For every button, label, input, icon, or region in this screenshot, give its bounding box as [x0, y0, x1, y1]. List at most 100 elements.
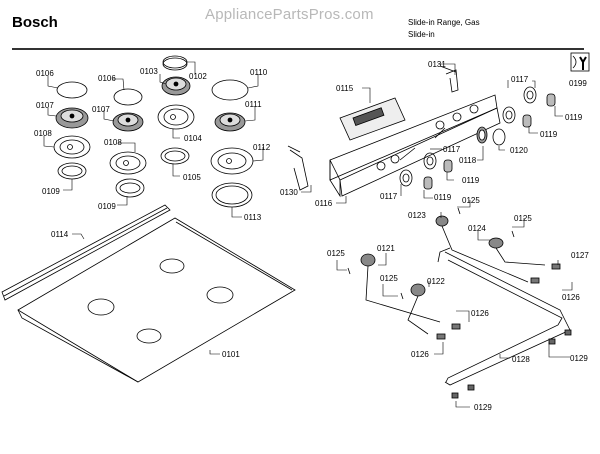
- bezel-0117c[interactable]: [399, 169, 413, 187]
- part-label-0104[interactable]: 0104: [184, 134, 202, 143]
- bracket-0131[interactable]: [439, 65, 459, 93]
- part-label-0199[interactable]: 0199: [569, 79, 587, 88]
- model-subtype: Slide-in: [408, 30, 435, 39]
- site-watermark: AppliancePartsPros.com: [205, 6, 374, 23]
- burner-base-0108a[interactable]: [53, 135, 91, 159]
- burner-head-0107b[interactable]: [112, 112, 144, 132]
- valve-0123[interactable]: [435, 215, 449, 227]
- part-label-0119b[interactable]: 0119: [540, 130, 558, 139]
- orifice-0127[interactable]: [551, 263, 561, 270]
- part-label-0114[interactable]: 0114: [51, 230, 69, 239]
- screw-0125a[interactable]: [457, 207, 461, 215]
- knob-0120[interactable]: [492, 128, 506, 146]
- burner-head-0103[interactable]: [161, 76, 191, 96]
- valve-0121[interactable]: [360, 253, 376, 267]
- burner-cap-0102[interactable]: [162, 55, 188, 71]
- part-label-0123[interactable]: 0123: [408, 211, 426, 220]
- burner-cap-0106a[interactable]: [56, 81, 88, 99]
- part-label-0113[interactable]: 0113: [244, 213, 262, 222]
- clip-0129a[interactable]: [548, 329, 572, 345]
- bracket-0130[interactable]: [287, 145, 309, 191]
- part-label-0109a[interactable]: 0109: [42, 187, 60, 196]
- ring-0113[interactable]: [211, 182, 253, 208]
- part-label-0120[interactable]: 0120: [510, 146, 528, 155]
- bezel-0117a[interactable]: [502, 106, 516, 124]
- part-label-0122[interactable]: 0122: [427, 277, 445, 286]
- part-label-0105[interactable]: 0105: [183, 173, 201, 182]
- part-label-0126b[interactable]: 0126: [471, 309, 489, 318]
- burner-cap-0110[interactable]: [211, 79, 249, 101]
- part-label-0119c[interactable]: 0119: [462, 176, 480, 185]
- burner-base-0112[interactable]: [210, 147, 254, 175]
- part-label-0107a[interactable]: 0107: [36, 101, 54, 110]
- service-manual-wrench-icon[interactable]: [570, 52, 590, 72]
- ring-0109a[interactable]: [57, 162, 87, 180]
- trim-strip-0114[interactable]: [1, 204, 171, 301]
- part-label-0112[interactable]: 0112: [253, 143, 271, 152]
- clip-0129b[interactable]: [451, 384, 475, 399]
- orifice-0126b[interactable]: [451, 323, 461, 330]
- bezel-0117d[interactable]: [523, 86, 537, 104]
- part-label-0126a[interactable]: 0126: [562, 293, 580, 302]
- part-label-0102[interactable]: 0102: [189, 72, 207, 81]
- burner-base-0108b[interactable]: [109, 151, 147, 175]
- part-label-0127[interactable]: 0127: [571, 251, 589, 260]
- part-label-0125a[interactable]: 0125: [462, 196, 480, 205]
- part-label-0119a[interactable]: 0119: [565, 113, 583, 122]
- part-label-0106a[interactable]: 0106: [36, 69, 54, 78]
- burner-base-0104[interactable]: [157, 104, 195, 130]
- valve-0122[interactable]: [410, 283, 426, 297]
- part-label-0125d[interactable]: 0125: [380, 274, 398, 283]
- part-label-0119d[interactable]: 0119: [434, 193, 452, 202]
- part-label-0129b[interactable]: 0129: [474, 403, 492, 412]
- burner-head-0111[interactable]: [214, 112, 246, 132]
- part-label-0107b[interactable]: 0107: [92, 105, 110, 114]
- part-label-0110[interactable]: 0110: [250, 68, 268, 77]
- part-label-0121[interactable]: 0121: [377, 244, 395, 253]
- part-label-0118[interactable]: 0118: [459, 156, 477, 165]
- part-label-0131[interactable]: 0131: [428, 60, 446, 69]
- part-label-0126c[interactable]: 0126: [411, 350, 429, 359]
- part-label-0101[interactable]: 0101: [222, 350, 240, 359]
- screw-0125b[interactable]: [511, 230, 515, 238]
- burner-cap-0106b[interactable]: [113, 88, 143, 106]
- part-label-0128[interactable]: 0128: [512, 355, 530, 364]
- valve-0124[interactable]: [488, 237, 504, 249]
- part-labels: 0106 0106 0103 0102 0110 0107 0107 0111 …: [34, 60, 589, 412]
- orifice-0126c[interactable]: [436, 333, 446, 340]
- part-label-0117a[interactable]: 0117: [511, 75, 529, 84]
- part-label-0129a[interactable]: 0129: [570, 354, 588, 363]
- knob-0119a[interactable]: [546, 93, 556, 107]
- part-label-0125b[interactable]: 0125: [514, 214, 532, 223]
- knob-0119c[interactable]: [443, 159, 453, 173]
- part-label-0108b[interactable]: 0108: [104, 138, 122, 147]
- part-label-0103[interactable]: 0103: [140, 67, 158, 76]
- part-label-0124[interactable]: 0124: [468, 224, 486, 233]
- part-label-0117c[interactable]: 0117: [380, 192, 398, 201]
- knob-0119d[interactable]: [423, 176, 433, 190]
- burner-head-0107a[interactable]: [55, 107, 89, 129]
- manifold-pipe-0128[interactable]: [437, 247, 571, 386]
- part-label-0106b[interactable]: 0106: [98, 74, 116, 83]
- model-type: Slide-in Range, Gas: [408, 18, 480, 27]
- part-label-0125c[interactable]: 0125: [327, 249, 345, 258]
- bezel-0118[interactable]: [476, 126, 488, 144]
- knob-0119b[interactable]: [522, 114, 532, 128]
- screw-0125d[interactable]: [400, 292, 404, 300]
- part-label-0116[interactable]: 0116: [315, 199, 333, 208]
- part-label-0130[interactable]: 0130: [280, 188, 298, 197]
- part-label-0117b[interactable]: 0117: [443, 145, 461, 154]
- part-label-0108a[interactable]: 0108: [34, 129, 52, 138]
- bezel-0117b[interactable]: [423, 152, 437, 170]
- part-label-0111[interactable]: 0111: [245, 100, 262, 109]
- ring-0109b[interactable]: [115, 178, 145, 198]
- part-label-0109b[interactable]: 0109: [98, 202, 116, 211]
- screw-0125c[interactable]: [347, 267, 351, 275]
- brand-name: Bosch: [12, 14, 58, 31]
- ring-0105[interactable]: [160, 147, 190, 165]
- cooktop-0101[interactable]: [17, 217, 296, 383]
- control-board-0115[interactable]: [339, 97, 406, 141]
- control-panel-0116[interactable]: [329, 94, 501, 198]
- part-label-0115[interactable]: 0115: [336, 84, 354, 93]
- orifice-0126a[interactable]: [530, 277, 540, 284]
